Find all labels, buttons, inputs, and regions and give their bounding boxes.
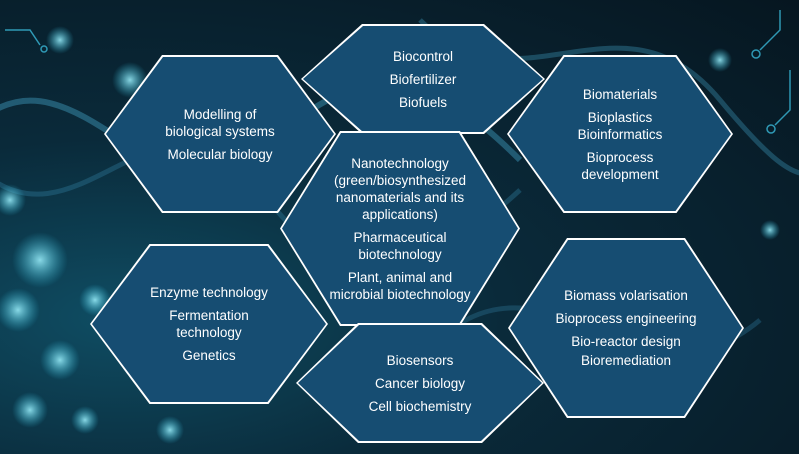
label-cancer-biology: Cancer biology bbox=[374, 375, 466, 391]
label-molecular-biology: Molecular biology bbox=[167, 146, 273, 162]
hexagon-bottom-left: Enzyme technology Fermentation technolog… bbox=[90, 244, 328, 404]
label-bio-reactor-design: Bio-reactor design bbox=[571, 334, 681, 349]
label-enzyme-technology: Enzyme technology bbox=[150, 285, 268, 300]
hexagon-bottom-left-body: Enzyme technology Fermentation technolog… bbox=[92, 246, 326, 402]
label-bioplastics: Bioplastics bbox=[587, 109, 653, 125]
label-biofuels: Biofuels bbox=[398, 94, 448, 110]
label-bioprocess-development: Bioprocess development bbox=[581, 149, 659, 182]
label-bioremediation: Bioremediation bbox=[580, 353, 672, 368]
hexagon-bottom-center: Biosensors Cancer biology Cell biochemis… bbox=[296, 323, 544, 443]
label-plant-animal-microbial-biotechnology: Plant, animal and microbial biotechnolog… bbox=[329, 269, 471, 302]
label-biocontrol: Biocontrol bbox=[392, 48, 454, 64]
label-bioinformatics: Bioinformatics bbox=[577, 126, 663, 142]
label-biomass-volarisation: Biomass volarisation bbox=[564, 288, 688, 303]
hexagon-center-body: Nanotechnology (green/biosynthesized nan… bbox=[282, 133, 518, 324]
label-biosensors: Biosensors bbox=[386, 352, 454, 368]
label-cell-biochemistry: Cell biochemistry bbox=[368, 398, 472, 414]
label-nanotechnology: Nanotechnology (green/biosynthesized nan… bbox=[333, 155, 467, 222]
label-genetics: Genetics bbox=[182, 348, 236, 363]
label-bioprocess-engineering: Bioprocess engineering bbox=[555, 311, 697, 326]
label-pharmaceutical-biotechnology: Pharmaceutical biotechnology bbox=[353, 229, 447, 262]
hexagon-top-right: Biomaterials Bioplastics Bioinformatics … bbox=[507, 55, 733, 213]
label-fermentation-technology: Fermentation technology bbox=[169, 308, 249, 340]
hexagon-bottom-right-body: Biomass volarisation Bioprocess engineer… bbox=[510, 240, 742, 416]
label-biofertilizer: Biofertilizer bbox=[389, 71, 457, 87]
hexagon-bottom-center-body: Biosensors Cancer biology Cell biochemis… bbox=[298, 325, 542, 441]
hexagon-center: Nanotechnology (green/biosynthesized nan… bbox=[280, 131, 520, 326]
label-biomaterials: Biomaterials bbox=[582, 86, 658, 102]
label-modelling-biological-systems: Modelling of biological systems bbox=[165, 106, 275, 139]
